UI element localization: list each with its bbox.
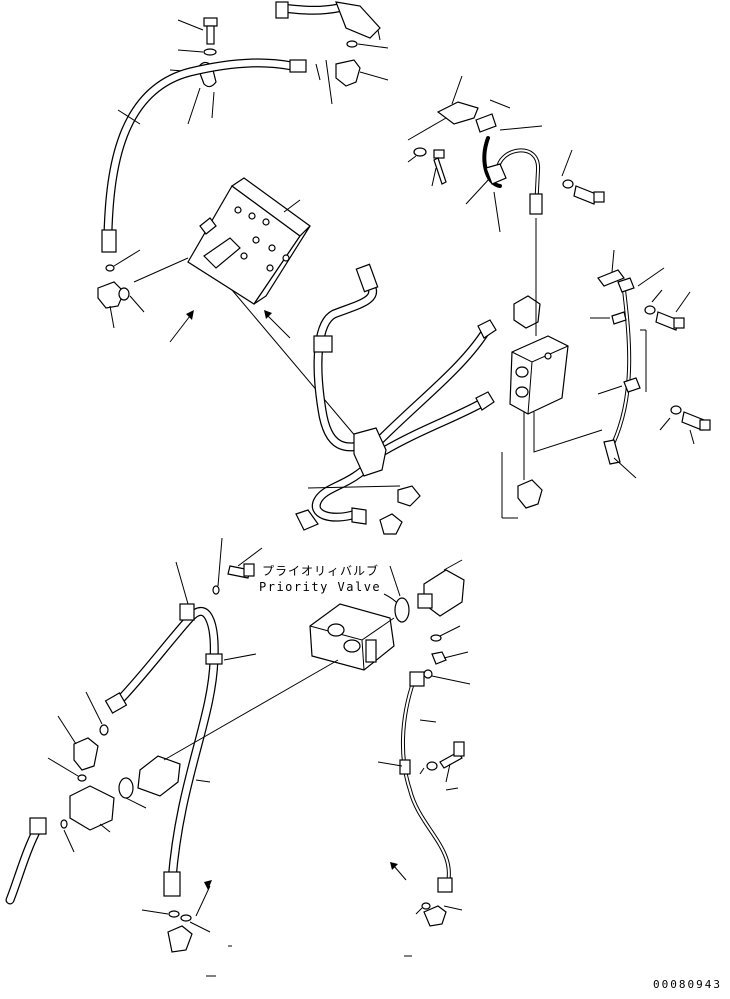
oring-lower-left xyxy=(118,777,147,809)
elbow-fitting-left xyxy=(97,281,130,329)
elbow-fitting-top xyxy=(335,59,389,87)
bolts-upper-right xyxy=(407,147,605,205)
main-valve-block xyxy=(187,177,311,305)
bolt-priority-valve xyxy=(227,547,263,579)
center-hose-assembly xyxy=(295,263,497,535)
oring-valve-left xyxy=(105,249,141,272)
fittings-bottom-right xyxy=(404,902,463,957)
bolts-right xyxy=(644,289,711,445)
hose-upper-left xyxy=(101,58,307,253)
fittings-bottom-left xyxy=(141,880,232,977)
right-vertical-pipe xyxy=(590,249,665,479)
bolt-top-left xyxy=(177,17,218,45)
priority-valve-label-jp: プライオリィバルブ xyxy=(262,564,380,578)
lower-right-pipe xyxy=(377,625,471,893)
oring-priority xyxy=(389,565,410,623)
hose-end-fitting-top xyxy=(275,1,381,41)
washer-top-left xyxy=(177,48,217,56)
fittings-lower-left xyxy=(5,691,115,905)
leader-marks-top xyxy=(315,59,333,105)
lower-left-hose xyxy=(104,537,257,897)
oring-valve-mid xyxy=(129,257,189,313)
oring-top-right-small xyxy=(346,40,389,49)
u-pipe-bracket xyxy=(407,75,573,233)
right-valve-block xyxy=(509,218,603,480)
tee-fitting-center xyxy=(501,295,543,519)
arrows-valve xyxy=(169,289,363,445)
connector-upper-right-lower xyxy=(417,559,465,617)
drawing-number: 00080943 xyxy=(653,978,722,991)
sleeve-lower-left xyxy=(137,659,339,797)
priority-valve xyxy=(309,593,405,671)
priority-valve-label-en: Priority Valve xyxy=(259,580,382,594)
